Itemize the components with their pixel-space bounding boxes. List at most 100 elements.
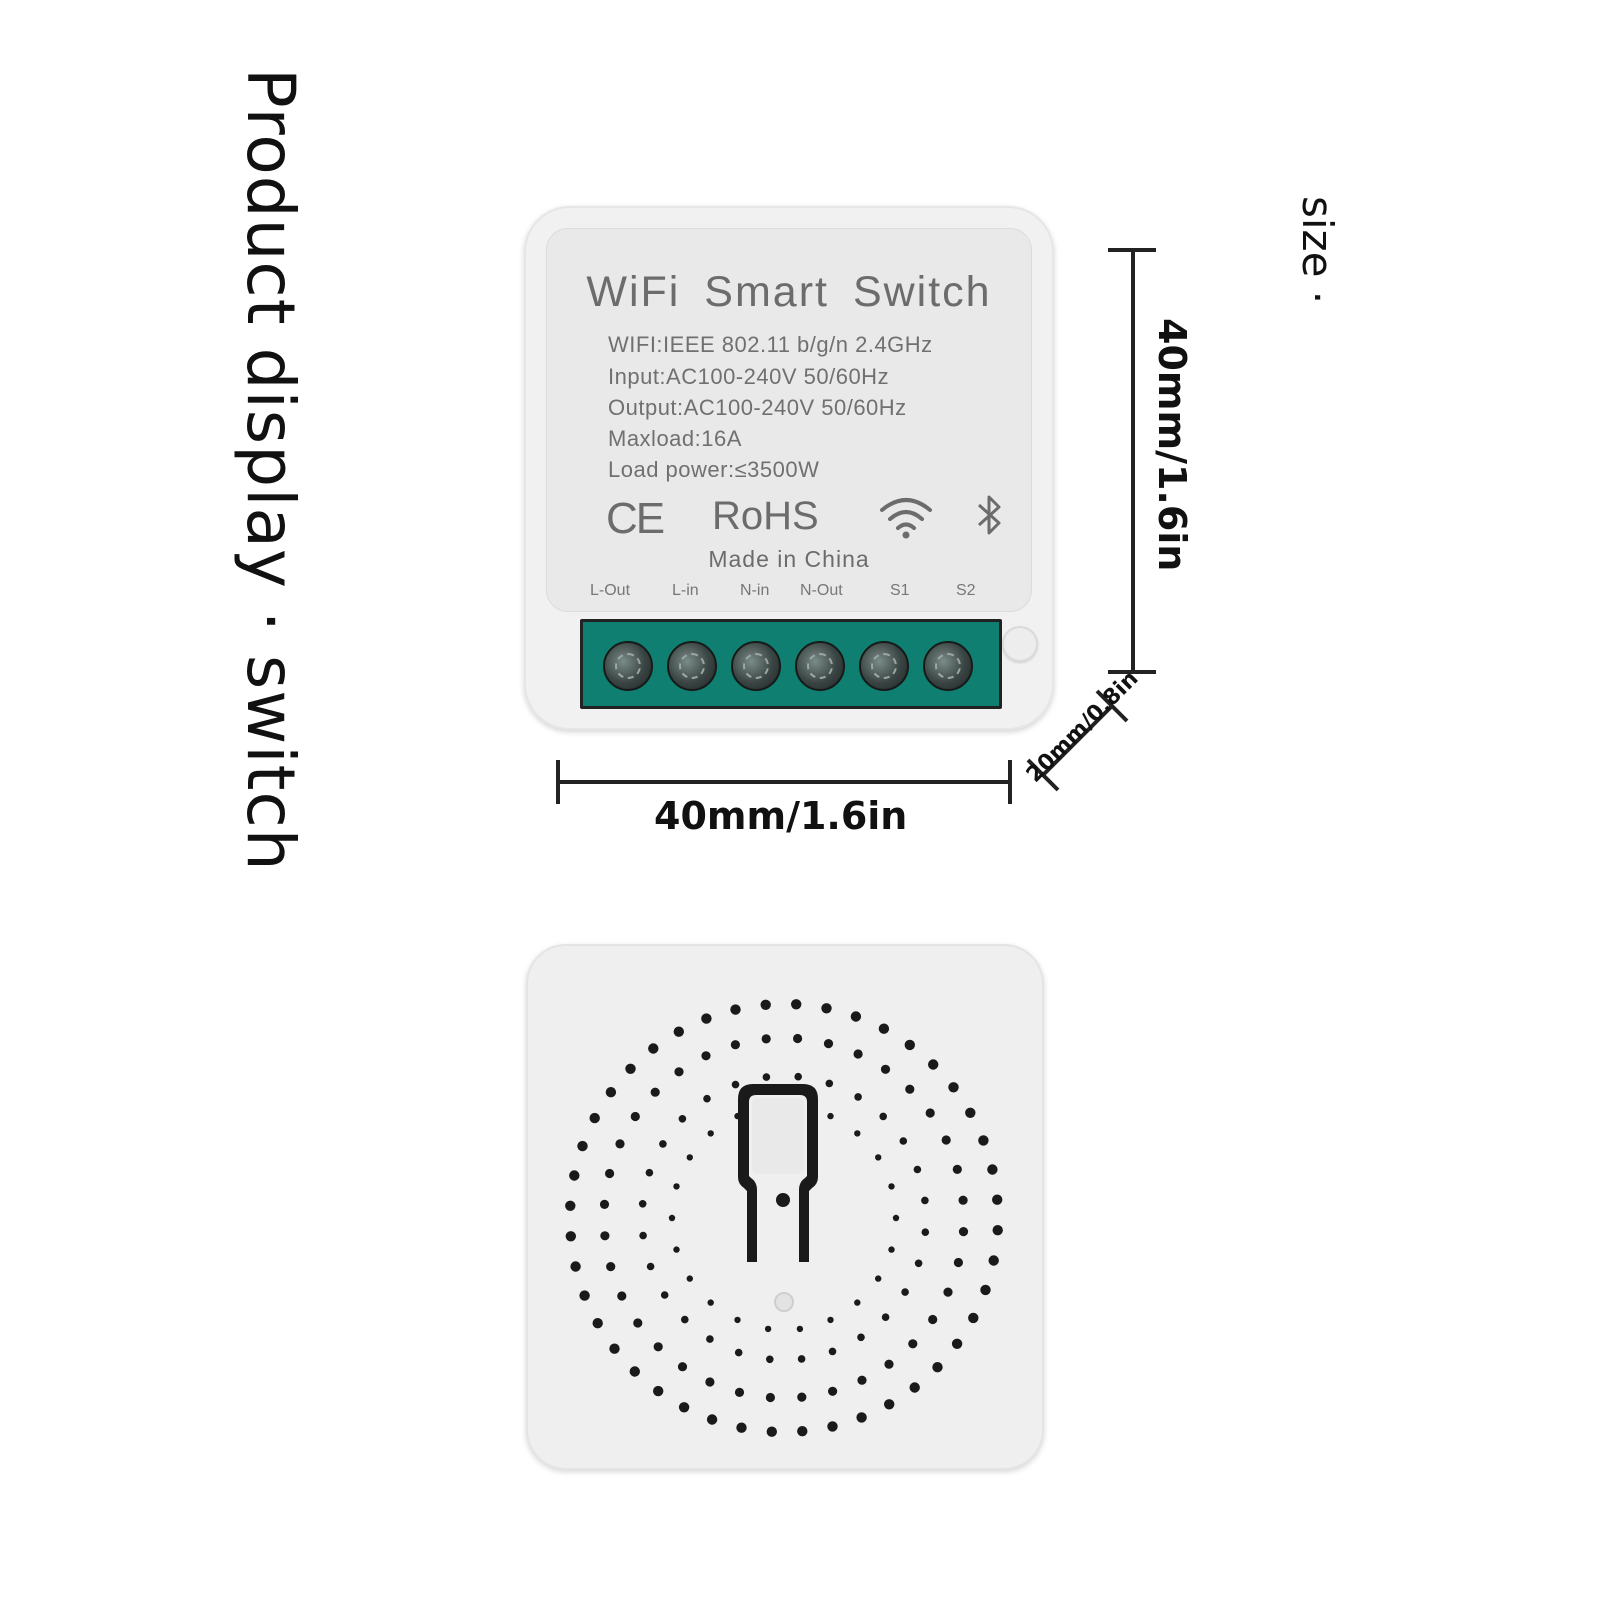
grille-hole [958, 1227, 969, 1237]
terminal-label-l-in: L-in [672, 582, 699, 599]
grille-hole [908, 1339, 918, 1349]
grille-hole [730, 1004, 741, 1015]
grille-hole [569, 1170, 580, 1181]
grille-hole [766, 1355, 774, 1364]
ce-mark: CE [606, 494, 665, 543]
grille-hole [701, 1013, 712, 1024]
grille-hole [606, 1262, 616, 1272]
wifi-icon [880, 498, 932, 539]
grille-hole [761, 1034, 771, 1044]
grille-hole [850, 1011, 862, 1022]
grille-hole [854, 1093, 862, 1101]
grille-hole [914, 1259, 923, 1268]
grille-hole [828, 1347, 837, 1356]
grille-hole [932, 1362, 943, 1373]
terminal-block [580, 619, 1002, 709]
grille-hole [706, 1414, 718, 1425]
grille-hole [673, 1246, 680, 1253]
grille-hole [638, 1200, 647, 1208]
grille-hole [928, 1059, 939, 1070]
grille-hole [764, 1325, 772, 1333]
switch-back-view [526, 944, 1044, 1470]
spec-input: Input:AC100-240V 50/60Hz [608, 364, 890, 389]
terminal-screw [795, 641, 845, 691]
grille-hole [797, 1355, 806, 1363]
grille-hole [730, 1040, 740, 1050]
grille-hole [659, 1140, 667, 1148]
grille-hole [734, 1348, 743, 1357]
grille-hole [577, 1140, 588, 1152]
grille-hole [909, 1382, 920, 1393]
grille-hole [828, 1386, 838, 1396]
grille-hole [892, 1214, 900, 1222]
grille-hole [943, 1287, 953, 1297]
grille-hole [589, 1112, 600, 1124]
grille-hole [948, 1082, 959, 1093]
terminal-label-n-out: N-Out [800, 582, 843, 599]
grille-hole [673, 1026, 684, 1037]
grille-hole [629, 1366, 640, 1377]
grille-hole [639, 1231, 647, 1240]
grille-hole [630, 1111, 640, 1122]
grille-hole [701, 1051, 711, 1061]
grille-hole [921, 1196, 929, 1205]
grille-hole [668, 1214, 676, 1222]
grille-hole [884, 1399, 895, 1410]
grille-hole [857, 1333, 865, 1342]
terminal-screw [603, 641, 653, 691]
grille-hole [734, 1316, 741, 1324]
grille-hole [678, 1402, 690, 1413]
grille-hole [980, 1284, 991, 1296]
grille-hole [901, 1288, 909, 1296]
led-indicator [776, 1193, 790, 1207]
grille-hole [968, 1312, 979, 1324]
grille-hole [925, 1108, 935, 1118]
grille-hole [958, 1195, 968, 1205]
grille-hole [884, 1359, 894, 1369]
grille-hole [605, 1168, 615, 1179]
grille-hole [736, 1422, 747, 1433]
side-title: Product display · switch [232, 68, 309, 872]
grille-hole [648, 1043, 659, 1054]
terminal-label-l-out: L-Out [590, 582, 631, 599]
grille-hole [653, 1385, 664, 1397]
grille-hole [854, 1299, 861, 1306]
grille-hole [794, 1072, 802, 1081]
grille-hole [904, 1039, 915, 1051]
bluetooth-icon [977, 495, 1001, 535]
grille-hole [921, 1228, 930, 1236]
spec-load-power: Load power:≤3500W [608, 457, 820, 482]
grille-hole [953, 1257, 963, 1268]
grille-hole [565, 1200, 576, 1211]
grille-hole [875, 1275, 882, 1282]
grille-hole [875, 1154, 882, 1161]
grille-hole [646, 1262, 655, 1271]
grille-hole [731, 1080, 740, 1089]
grille-hole [766, 1426, 777, 1437]
side-size-label: size · [1293, 196, 1342, 305]
grille-hole [988, 1255, 999, 1266]
grille-hole [854, 1130, 861, 1137]
grille-hole [827, 1112, 834, 1120]
grille-hole [570, 1261, 581, 1272]
grille-hole [881, 1313, 890, 1321]
terminal-screw [731, 641, 781, 691]
pairing-button [752, 1098, 804, 1174]
grille-hole [899, 1137, 908, 1145]
grille-hole [645, 1168, 654, 1177]
grille-hole [605, 1087, 617, 1098]
grille-hole [797, 1426, 808, 1437]
grille-hole [905, 1084, 915, 1094]
grille-hole [599, 1199, 610, 1209]
grille-hole [888, 1246, 895, 1253]
grille-hole [760, 999, 771, 1010]
terminal-screw [923, 641, 973, 691]
grille-hole [941, 1135, 951, 1145]
grille-hole [823, 1039, 834, 1049]
grille-hole [565, 1231, 576, 1242]
grille-hole [653, 1342, 663, 1352]
grille-hole [880, 1064, 891, 1074]
grille-hole [625, 1063, 636, 1074]
speaker-grille [565, 999, 1003, 1437]
